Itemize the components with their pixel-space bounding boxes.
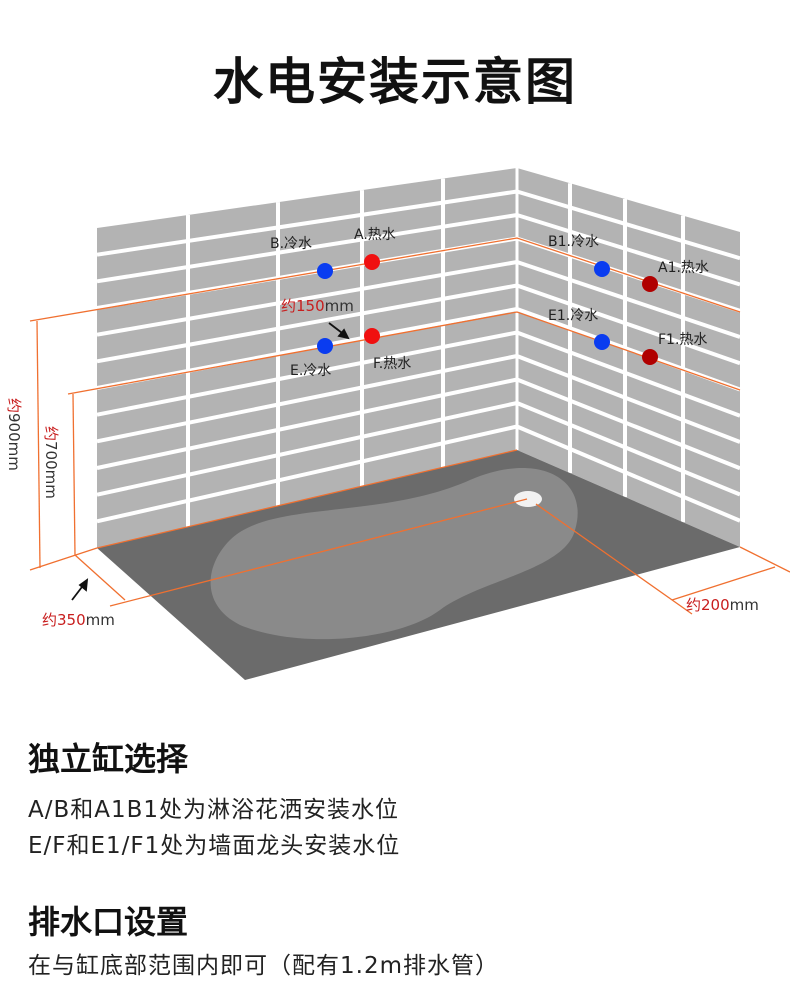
drain-icon [514,491,542,507]
tile-joint [516,307,741,392]
label-F1: F1.热水 [658,332,707,348]
tile-joint [516,189,741,261]
tile-joint [516,283,741,366]
point-A-hot [364,254,380,270]
tub-note-2: E/F和E1/F1处为墙面龙头安装水位 [28,833,401,859]
tile-joint [516,424,741,523]
point-F1-hot [642,349,658,365]
tile-joint [516,377,741,471]
tile-joint [96,401,518,497]
point-B1-cold [594,261,610,277]
tile-joint [516,260,741,339]
tile-joint [96,424,518,524]
label-F: F.热水 [373,356,411,372]
label-E1: E1.冷水 [548,308,598,324]
dim-900: 约900mm [5,398,23,471]
tile-joint [96,330,518,417]
point-B-cold [317,263,333,279]
section-heading-drain: 排水口设置 [28,903,189,941]
point-E1-cold [594,334,610,350]
label-B: B.冷水 [270,236,312,252]
page-title: 水电安装示意图 [213,53,577,111]
tile-joint [96,377,518,470]
tile-joint [516,401,741,497]
point-F-hot [364,328,380,344]
tile-joint [96,213,518,284]
bathtub-outline [210,468,578,640]
drain-note: 在与缸底部范围内即可（配有1.2m排水管） [28,953,499,979]
tile-joint [516,354,741,444]
tile-joint [96,189,518,257]
tile-joint [516,330,741,418]
tile-joint [96,283,518,364]
dim-700: 约700mm [42,426,60,499]
dim-150: 约150mm [281,297,354,315]
label-A1: A1.热水 [658,260,709,276]
tile-joint [96,260,518,337]
dim-200: 约200mm [686,596,759,614]
installation-diagram: B.冷水 A.热水 E.冷水 F.热水 B1.冷水 A1.热水 E1.冷水 F1… [5,168,790,680]
point-E-cold [317,338,333,354]
section-heading-tub: 独立缸选择 [28,740,189,778]
dim-350: 约350mm [42,611,115,629]
label-B1: B1.冷水 [548,234,599,250]
tile-joint [96,354,518,444]
tile-joint [96,307,518,390]
arrows [71,322,350,601]
label-A: A.热水 [354,227,396,243]
label-E: E.冷水 [290,363,331,379]
tile-joint [516,213,741,287]
point-A1-hot [642,276,658,292]
dimension-lines [29,237,790,615]
tub-note-1: A/B和A1B1处为淋浴花洒安装水位 [28,797,400,823]
